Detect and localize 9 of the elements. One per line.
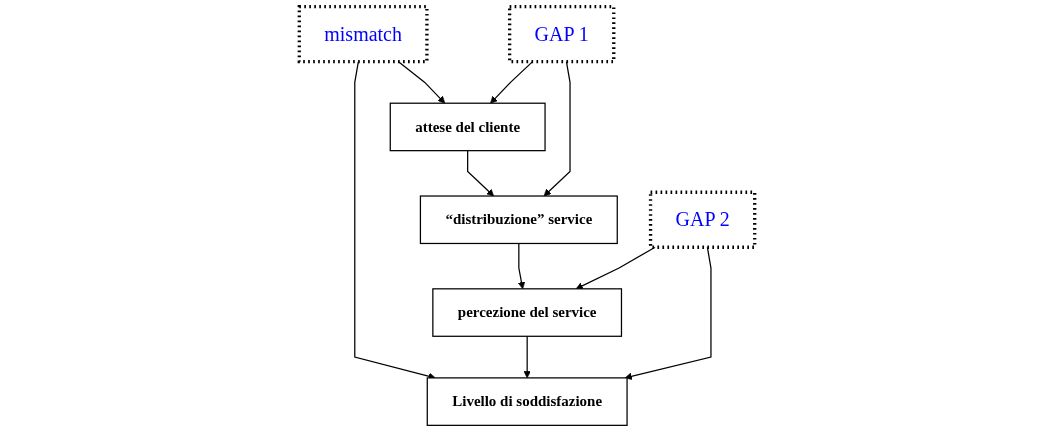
node-box: “distribuzione” service [419,195,618,245]
arrow [467,150,494,197]
arrow [523,335,531,379]
node-box: attese del cliente [389,102,546,152]
node-box: percezione del service [432,288,623,337]
arrow [517,242,526,290]
node-box: GAP 1 [507,5,616,64]
node-box: Livello di soddisfazione [426,377,628,426]
node-box: mismatch [297,5,429,64]
